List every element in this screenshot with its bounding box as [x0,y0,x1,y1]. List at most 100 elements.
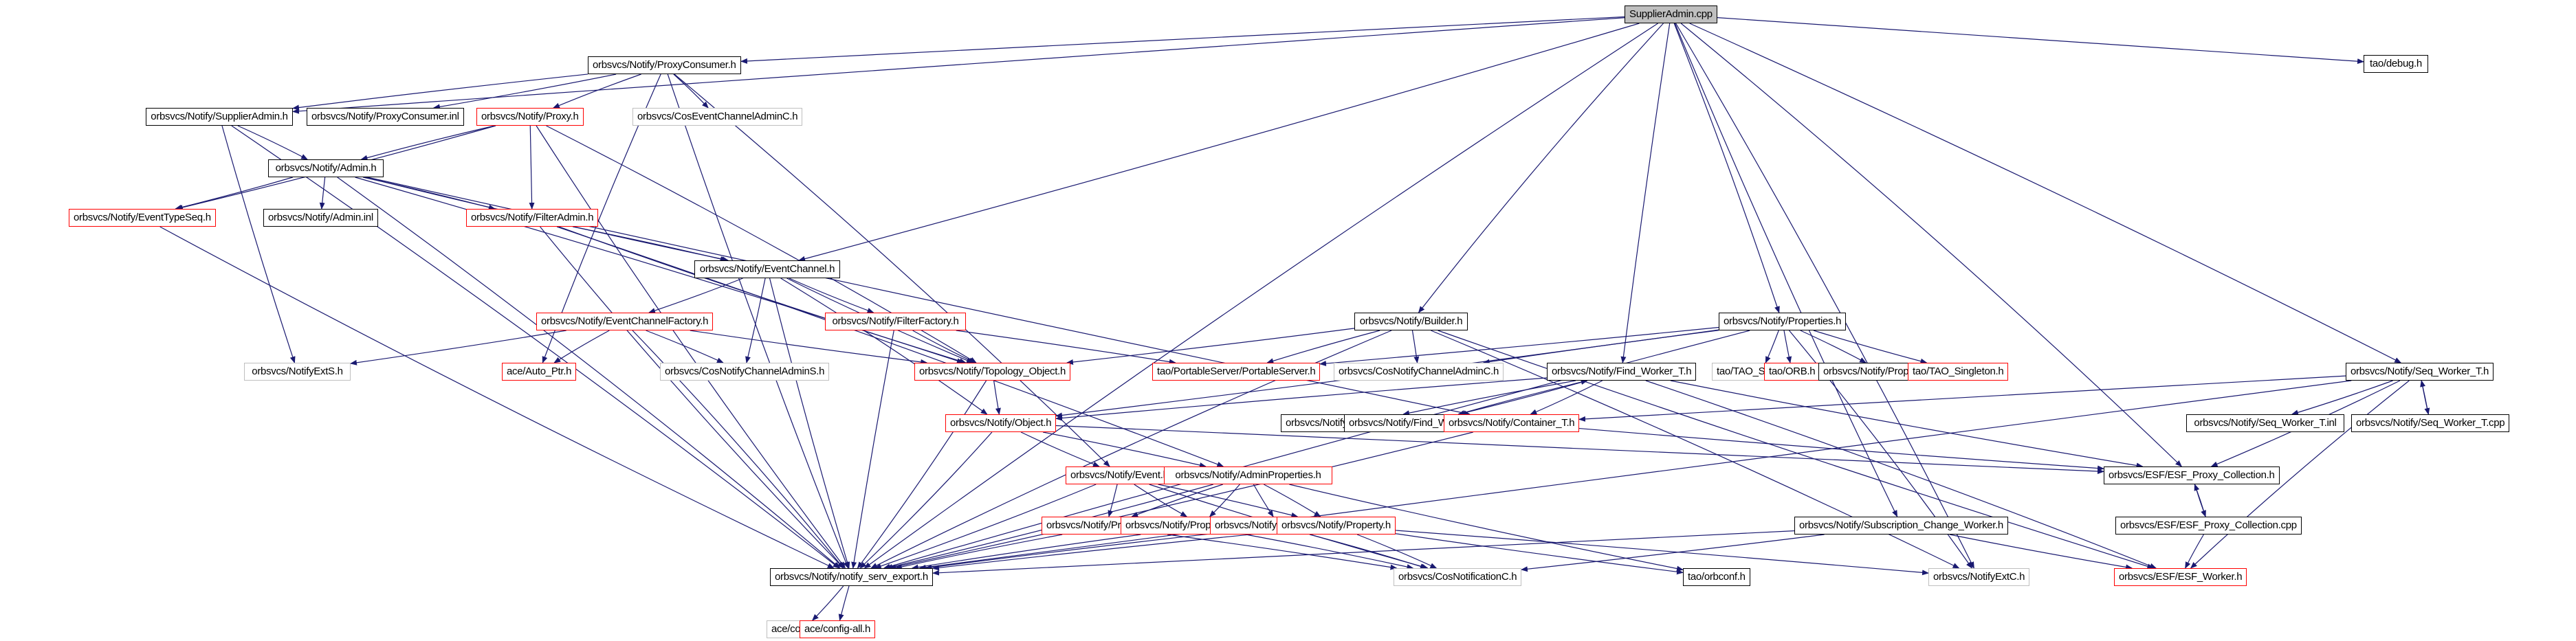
graph-node-taosingleton-red[interactable]: tao/TAO_Singleton.h [1908,363,2009,381]
edge-object-h-to-notify-serv-export-h [859,431,993,569]
graph-node-subscription-h[interactable]: orbsvcs/Notify/Subscription_Change_Worke… [1794,517,2008,535]
edge-properties-h-to-notifyextc-h [1789,330,1973,569]
graph-node-proxyconsumer-h[interactable]: orbsvcs/Notify/ProxyConsumer.h [588,56,741,74]
edge-notify-serv-export-h-to-configall-red [838,585,850,621]
graph-node-proxy-h[interactable]: orbsvcs/Notify/Proxy.h [476,108,584,126]
edge-adminproperties-h-to-property-boolean-h [1209,484,1240,517]
edge-container-h-to-esfproxycoll-h [1578,427,2104,471]
edge-root-to-properties-h [1673,23,1780,313]
graph-node-admin-inl[interactable]: orbsvcs/Notify/Admin.inl [263,209,378,227]
edge-subscription-h-to-cosnotificationc-h [1521,534,1825,572]
edge-findworker-h-to-container-h [1530,380,1603,415]
graph-node-configall-red[interactable]: ace/config-all.h [800,620,876,638]
graph-node-supplieradmin-h[interactable]: orbsvcs/Notify/SupplierAdmin.h [146,108,293,126]
edge-eventtypeseq-h-to-notify-serv-export-h [159,226,835,569]
edge-admin-h-to-eventtypeseq-h [175,177,293,210]
graph-node-cosnotifychanneladminc-h[interactable]: orbsvcs/CosNotifyChannelAdminC.h [1334,363,1504,381]
edge-admin-h-to-topology-h [355,177,964,364]
edge-property-h-to-notifyextc-h [1395,530,1929,576]
graph-node-container-h[interactable]: orbsvcs/Notify/Container_T.h [1444,414,1580,432]
graph-node-property-h[interactable]: orbsvcs/Notify/Property.h [1277,517,1396,535]
graph-node-event-h[interactable]: orbsvcs/Notify/Event.h [1066,466,1174,484]
edge-adminproperties-h-to-orbconf-h [1289,484,1684,572]
graph-node-properties-h[interactable]: orbsvcs/Notify/Properties.h [1719,313,1847,330]
edge-proxy-h-to-filteradmin-h [529,125,535,210]
edge-findworker-h-to-findworker-cpp [1457,380,1587,416]
graph-node-findworker-h[interactable]: orbsvcs/Notify/Find_Worker_T.h [1547,363,1697,381]
graph-node-coseventchanneladminc-h[interactable]: orbsvcs/CosEventChannelAdminC.h [632,108,803,126]
edge-proxyconsumer-h-to-event-h [674,74,1110,467]
graph-node-eventchannelfactory-h[interactable]: orbsvcs/Notify/EventChannelFactory.h [536,313,714,330]
edge-eventchannelfactory-h-to-notifyexts-h [350,330,566,366]
edge-eventchannel-h-to-object-h [780,278,988,415]
graph-node-admin-h[interactable]: orbsvcs/Notify/Admin.h [268,159,384,177]
edge-subscription-h-to-esfworker-h [1949,534,2133,570]
edge-properties-h-to-taosingleton-red [1813,330,1928,364]
graph-node-notify-serv-export-h[interactable]: orbsvcs/Notify/notify_serv_export.h [770,568,933,586]
graph-node-seqworker-cpp[interactable]: orbsvcs/Notify/Seq_Worker_T.cpp [2351,414,2510,432]
edge-root-to-subscription-h [1674,23,1898,517]
graph-node-esfproxycoll-h[interactable]: orbsvcs/ESF/ESF_Proxy_Collection.h [2104,466,2280,484]
edge-root-to-proxyconsumer-h [740,16,1625,64]
graph-node-filterfactory-h[interactable]: orbsvcs/Notify/FilterFactory.h [825,313,966,330]
edge-eventchannelfactory-h-to-topology-h [690,330,928,365]
graph-node-seqworker-inl[interactable]: orbsvcs/Notify/Seq_Worker_T.inl [2186,414,2344,432]
graph-node-orbconf-h[interactable]: tao/orbconf.h [1683,568,1750,586]
graph-node-cosnotifychanneladmins-h[interactable]: orbsvcs/CosNotifyChannelAdminS.h [660,363,830,381]
edge-filteradmin-h-to-notify-serv-export-h [540,226,844,569]
edge-proxy-h-to-admin-h [360,125,495,161]
edge-topology-h-to-object-h [993,380,1001,415]
edge-notify-serv-export-h-to-configall-gray [812,585,844,621]
graph-node-autoptr-h[interactable]: ace/Auto_Ptr.h [502,363,577,381]
edge-supplieradmin-h-to-notifyexts-h [221,125,296,363]
edge-root-to-findworker-h [1620,23,1671,363]
graph-node-esfproxycoll-cpp[interactable]: orbsvcs/ESF/ESF_Proxy_Collection.cpp [2115,517,2302,535]
graph-node-portableserver-h[interactable]: tao/PortableServer/PortableServer.h [1152,363,1321,381]
edge-property-t-h-to-notify-serv-export-h [894,534,1063,570]
edge-supplieradmin-h-to-notify-serv-export-h [231,125,840,569]
graph-node-eventtypeseq-h[interactable]: orbsvcs/Notify/EventTypeSeq.h [69,209,216,227]
edge-root-to-debug-h [1717,17,2364,65]
edge-root-to-esfproxycoll-h [1680,23,2183,467]
edge-root-to-eventchannel-h [798,23,1640,262]
edge-properties-h-to-portableserver-h [1319,326,1719,367]
edge-proxyconsumer-h-to-proxy-h [552,74,641,109]
edge-event-h-to-property-h [1158,484,1299,518]
graph-node-notifyextc-h[interactable]: orbsvcs/NotifyExtC.h [1928,568,2030,586]
graph-node-notifyexts-h[interactable]: orbsvcs/NotifyExtS.h [244,363,351,381]
graph-node-root[interactable]: SupplierAdmin.cpp [1625,5,1717,23]
edge-filterfactory-h-to-notify-serv-export-h [851,330,894,569]
edge-propertyseq-h-to-notify-serv-export-h [925,533,1211,570]
edge-eventchannel-h-to-notify-serv-export-h [769,278,850,569]
graph-node-cosnotificationc-h[interactable]: orbsvcs/CosNotificationC.h [1394,568,1522,586]
graph-node-eventchannel-h[interactable]: orbsvcs/Notify/EventChannel.h [694,260,840,278]
edge-object-h-to-adminproperties-h [1042,431,1207,468]
edge-property-boolean-h-to-notify-serv-export-h [911,534,1141,570]
graph-node-object-h[interactable]: orbsvcs/Notify/Object.h [945,414,1057,432]
graph-node-builder-h[interactable]: orbsvcs/Notify/Builder.h [1354,313,1468,330]
graph-node-adminproperties-h[interactable]: orbsvcs/Notify/AdminProperties.h [1164,466,1332,484]
edge-seqworker-h-to-seqworker-inl [2291,380,2393,416]
edge-property-h-to-orbconf-h [1395,533,1684,575]
graph-node-filteradmin-h[interactable]: orbsvcs/Notify/FilterAdmin.h [466,209,599,227]
graph-node-proxyconsumer-inl[interactable]: orbsvcs/Notify/ProxyConsumer.inl [307,108,464,126]
edge-esfproxycoll-cpp-to-esfproxycoll-h [2194,484,2206,517]
graph-node-seqworker-h[interactable]: orbsvcs/Notify/Seq_Worker_T.h [2346,363,2494,381]
edge-root-to-notify-serv-export-h [863,23,1658,569]
edge-filteradmin-h-to-eventchannel-h [573,226,727,262]
graph-node-esfworker-h[interactable]: orbsvcs/ESF/ESF_Worker.h [2114,568,2247,586]
graph-node-orb-h[interactable]: tao/ORB.h [1764,363,1820,381]
edge-findworker-h-to-object-h [1055,377,1548,421]
edge-findworker-h-to-esfworker-h [1645,380,2157,569]
edge-container-h-to-notify-serv-export-h [889,431,1473,570]
edge-proxyconsumer-h-to-coseventchanneladminc-h [673,74,709,109]
graph-node-debug-h[interactable]: tao/debug.h [2364,55,2428,73]
edge-object-h-to-event-h [1020,431,1100,467]
edge-event-h-to-property-boolean-h [1134,484,1188,517]
edge-findworker-h-to-esfproxycoll-h [1670,380,2144,469]
edge-seqworker-cpp-to-seqworker-h [2420,380,2429,415]
graph-node-topology-h[interactable]: orbsvcs/Notify/Topology_Object.h [914,363,1071,381]
edge-properties-h-to-taosingleton-gray [1765,330,1779,363]
